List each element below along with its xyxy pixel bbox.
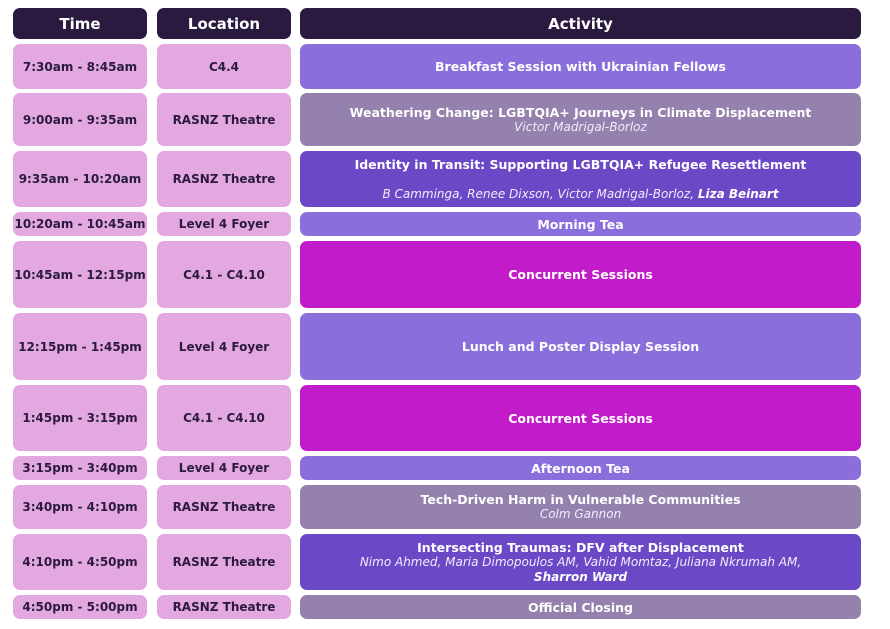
location-cell: RASNZ Theatre <box>157 534 291 590</box>
activity-cell: Weathering Change: LGBTQIA+ Journeys in … <box>300 93 861 146</box>
activity-cell: Concurrent Sessions <box>300 385 861 451</box>
activity-title: Identity in Transit: Supporting LGBTQIA+… <box>354 156 807 172</box>
activity-title: Lunch and Poster Display Session <box>461 339 700 354</box>
time-cell: 9:35am - 10:20am <box>13 151 147 207</box>
activity-title: Morning Tea <box>537 216 624 232</box>
location-cell: Level 4 Foyer <box>157 456 291 480</box>
time-cell: 7:30am - 8:45am <box>13 44 147 89</box>
activity-cell: Afternoon Tea <box>300 456 861 480</box>
activity-presenters: Colm Gannon <box>540 507 621 522</box>
time-cell: 3:15pm - 3:40pm <box>13 456 147 480</box>
time-cell: 9:00am - 9:35am <box>13 93 147 146</box>
activity-cell: Lunch and Poster Display Session <box>300 313 861 380</box>
presenter-names: Colm Gannon <box>539 507 622 521</box>
activity-title: Tech-Driven Harm in Vulnerable Communiti… <box>420 492 741 507</box>
location-column-header: Location <box>157 8 291 39</box>
location-cell: RASNZ Theatre <box>157 93 291 146</box>
time-cell: 4:50pm - 5:00pm <box>13 595 147 619</box>
activity-title: Intersecting Traumas: DFV after Displace… <box>417 539 744 555</box>
location-cell: Level 4 Foyer <box>157 212 291 236</box>
time-cell: 4:10pm - 4:50pm <box>13 534 147 590</box>
activity-title: Concurrent Sessions <box>508 410 653 426</box>
activity-title: Concurrent Sessions <box>508 267 653 282</box>
activity-cell: Breakfast Session with Ukrainian Fellows <box>300 44 861 89</box>
activity-presenters: Victor Madrigal-Borloz <box>514 120 647 135</box>
activity-cell: Tech-Driven Harm in Vulnerable Communiti… <box>300 485 861 529</box>
activity-title: Official Closing <box>528 599 633 615</box>
time-column-header: Time <box>13 8 147 39</box>
presenter-names: Victor Madrigal-Borloz <box>514 119 647 134</box>
time-cell: 10:20am - 10:45am <box>13 212 147 236</box>
location-cell: RASNZ Theatre <box>157 151 291 207</box>
location-cell: C4.1 - C4.10 <box>157 241 291 308</box>
time-cell: 10:45am - 12:15pm <box>13 241 147 308</box>
presenter-names: B Camminga, Renee Dixson, Victor Madriga… <box>382 186 695 201</box>
location-cell: C4.4 <box>157 44 291 89</box>
time-cell: 3:40pm - 4:10pm <box>13 485 147 529</box>
activity-title: Breakfast Session with Ukrainian Fellows <box>435 59 726 74</box>
activity-column-header: Activity <box>300 8 861 39</box>
location-cell: C4.1 - C4.10 <box>157 385 291 451</box>
location-cell: RASNZ Theatre <box>157 595 291 619</box>
activity-presenters: Nimo Ahmed, Maria Dimopoulos AM, Vahid M… <box>360 555 801 585</box>
time-cell: 1:45pm - 3:15pm <box>13 385 147 451</box>
time-cell: 12:15pm - 1:45pm <box>13 313 147 380</box>
activity-title: Afternoon Tea <box>531 460 630 476</box>
activity-cell: Official Closing <box>300 595 861 619</box>
activity-cell: Morning Tea <box>300 212 861 236</box>
location-cell: Level 4 Foyer <box>157 313 291 380</box>
featured-presenter: Liza Beinart <box>697 186 779 201</box>
location-cell: RASNZ Theatre <box>157 485 291 529</box>
activity-title: Weathering Change: LGBTQIA+ Journeys in … <box>349 104 812 120</box>
activity-presenters: B Camminga, Renee Dixson, Victor Madriga… <box>382 187 778 202</box>
activity-cell: Identity in Transit: Supporting LGBTQIA+… <box>300 151 861 207</box>
activity-cell: Intersecting Traumas: DFV after Displace… <box>300 534 861 590</box>
presenter-names: Nimo Ahmed, Maria Dimopoulos AM, Vahid M… <box>359 554 802 569</box>
featured-presenter: Sharron Ward <box>533 569 628 584</box>
activity-cell: Concurrent Sessions <box>300 241 861 308</box>
